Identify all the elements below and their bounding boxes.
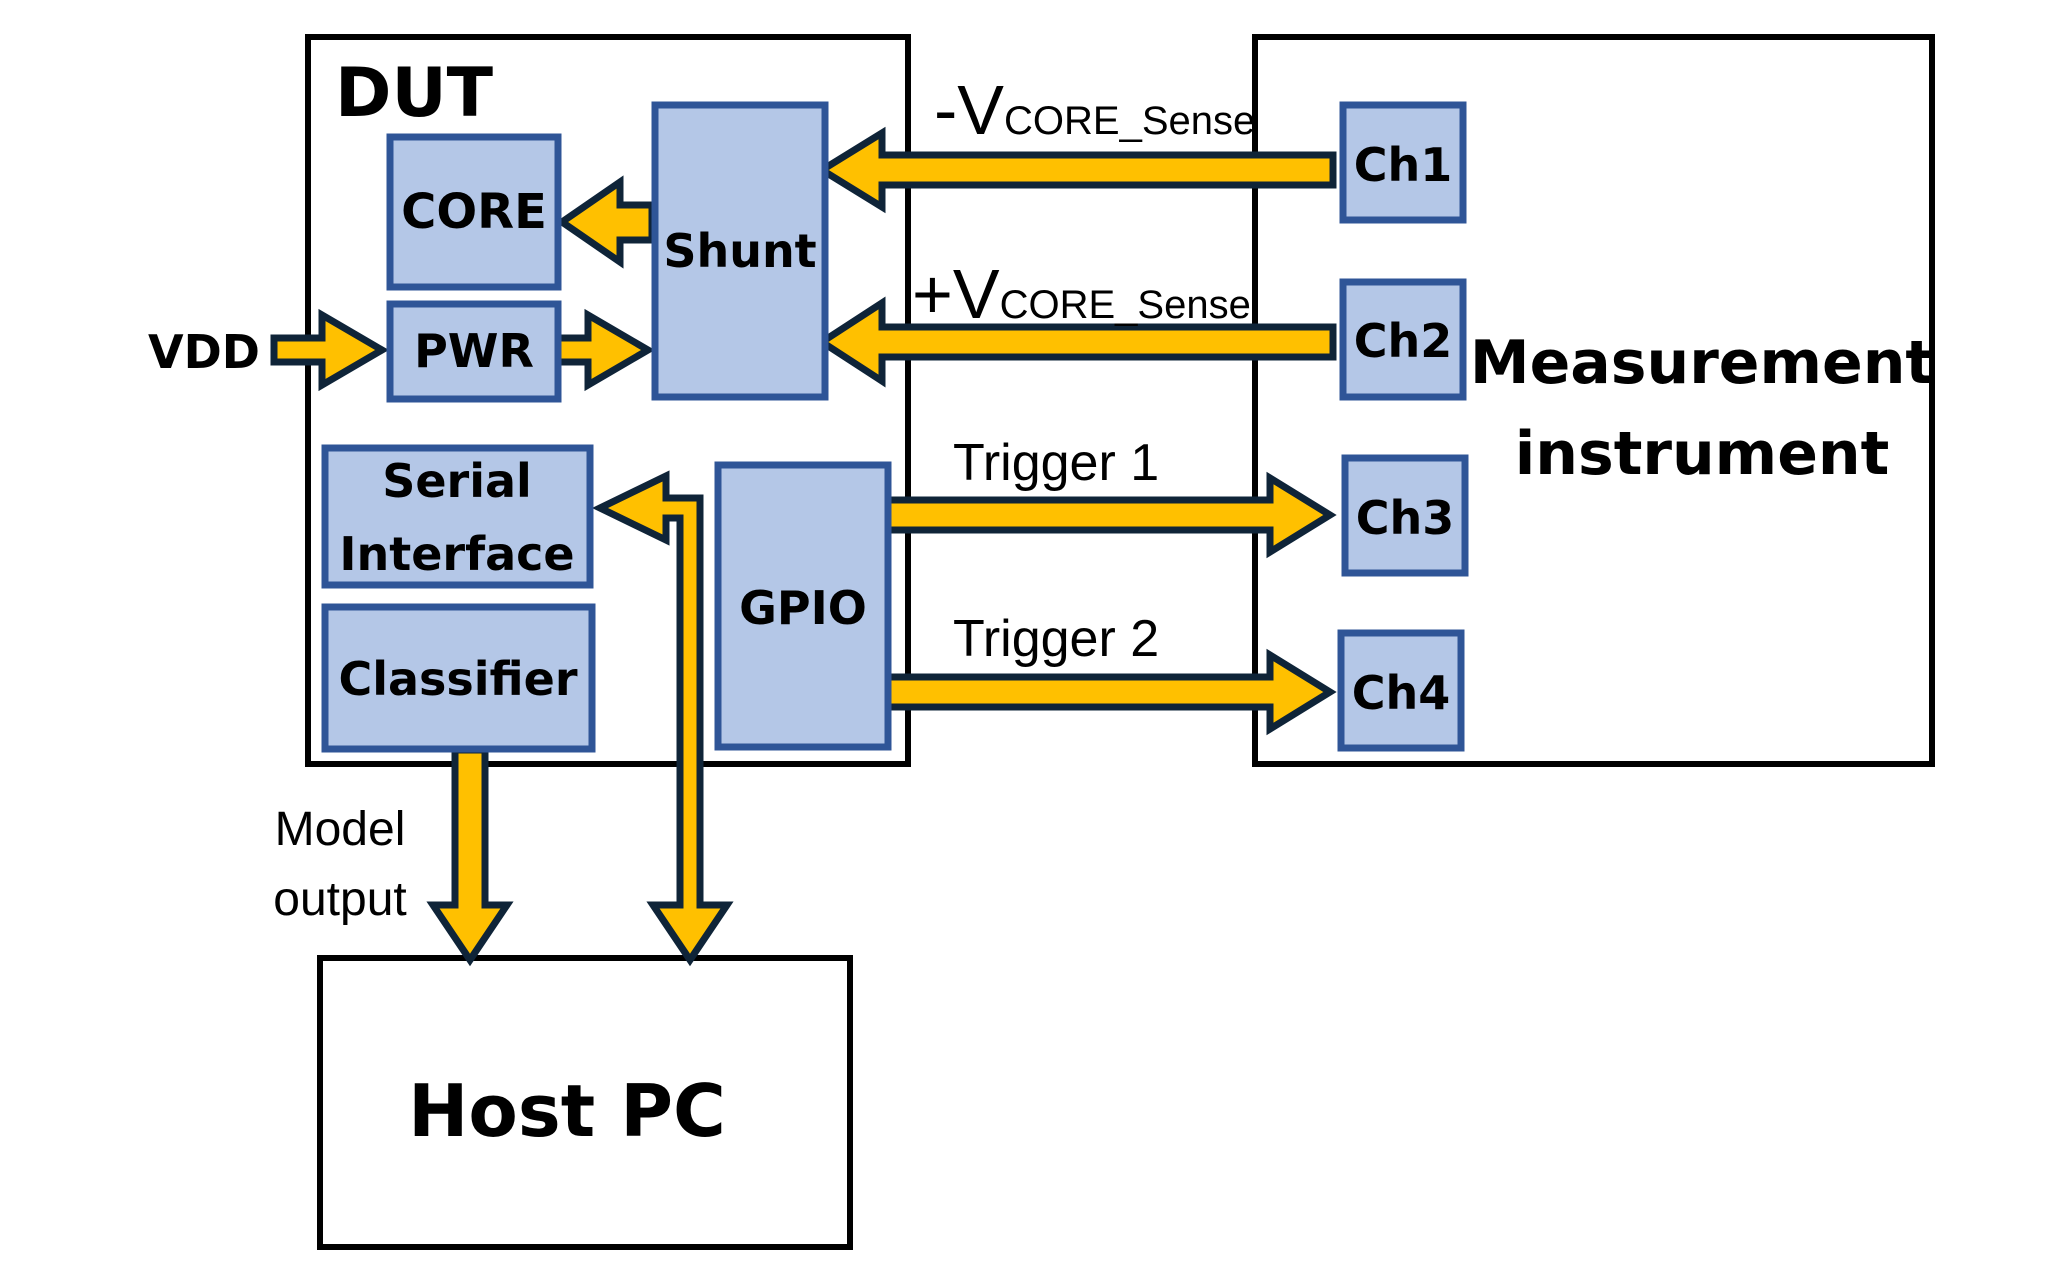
gpio-block	[714, 461, 892, 751]
model-output-arrow	[426, 746, 514, 967]
trigger2-label: Trigger 2	[953, 610, 1159, 668]
instrument-title-line2: instrument	[1515, 419, 1890, 489]
ch4-label: Ch4	[1352, 666, 1451, 720]
trigger2-arrow	[876, 648, 1337, 736]
dut-title: DUT	[335, 54, 494, 133]
pwr-block	[386, 300, 562, 403]
vdd-label: VDD	[148, 325, 260, 379]
instrument-title-line1: Measurement	[1470, 328, 1934, 398]
serial-label-line2: Interface	[339, 527, 574, 581]
ch2-sense-arrow	[815, 296, 1337, 388]
shunt-to-core-arrow	[555, 175, 656, 269]
neg-sense-subscript: CORE_Sense	[1004, 99, 1255, 143]
pos-sense-subscript: CORE_Sense	[1000, 283, 1251, 327]
core-block	[386, 133, 562, 291]
neg-sense-label: -VCORE_Sense	[934, 71, 1255, 149]
pwr-label: PWR	[414, 324, 534, 378]
classifier-block	[321, 603, 596, 753]
trigger1-arrow	[876, 471, 1337, 559]
gpio-label: GPIO	[739, 581, 867, 635]
model-output-label-line1: Model	[275, 803, 406, 856]
ch2-label: Ch2	[1354, 314, 1453, 368]
ch3-label: Ch3	[1356, 491, 1455, 545]
pos-sense-label: +VCORE_Sense	[912, 255, 1251, 333]
pwr-to-shunt-arrow	[554, 308, 655, 392]
shunt-label: Shunt	[663, 224, 816, 278]
trigger1-label: Trigger 1	[953, 434, 1159, 492]
host-pc-title: Host PC	[408, 1069, 726, 1153]
ch2-block	[1339, 278, 1467, 401]
serial-label-line1: Serial	[382, 454, 532, 508]
pos-sense-prefix: +V	[912, 255, 1000, 333]
ch1-sense-arrow	[815, 126, 1337, 214]
ch4-block	[1337, 629, 1465, 752]
neg-sense-prefix: -V	[934, 71, 1004, 149]
ch1-block	[1339, 101, 1467, 224]
ch3-block	[1341, 454, 1469, 577]
vdd-arrow	[270, 308, 389, 392]
classifier-label: Classifier	[338, 652, 577, 706]
core-label: CORE	[401, 184, 547, 240]
host-pc-box	[317, 955, 853, 1250]
model-output-label-line2: output	[273, 873, 406, 926]
serial-interface-block	[321, 444, 594, 589]
serial-bidirectional-arrow	[591, 470, 734, 967]
shunt-block	[651, 101, 829, 401]
ch1-label: Ch1	[1354, 138, 1453, 192]
